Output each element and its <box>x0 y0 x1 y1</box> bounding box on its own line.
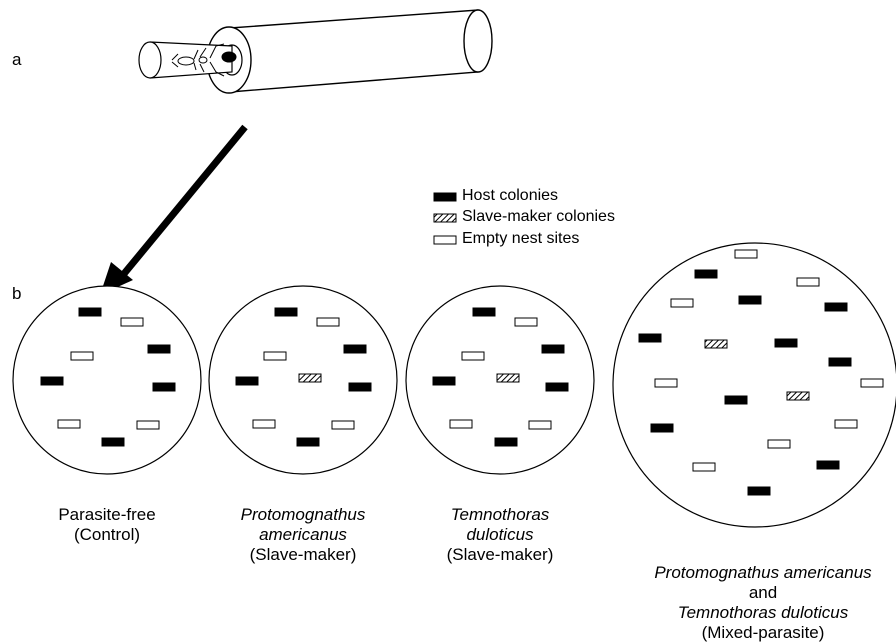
caption-temnothoras: Temnothoras duloticus (Slave-maker) <box>420 505 580 565</box>
empty-nest-site-mixed <box>768 440 790 448</box>
slave-maker-colony-mixed <box>705 340 727 348</box>
legend <box>434 193 456 244</box>
host-colony-temnothoras <box>473 308 495 316</box>
host-colony-temnothoras <box>546 383 568 391</box>
empty-nest-site-control <box>121 318 143 326</box>
caption-control-line2: (Control) <box>32 525 182 545</box>
empty-nest-site-mixed <box>835 420 857 428</box>
caption-temnothoras-line1: Temnothoras <box>420 505 580 525</box>
caption-mixed-line2-text: and Temnothoras duloticus <box>632 583 894 623</box>
empty-nest-site-control <box>71 352 93 360</box>
empty-nest-site-protomognathus <box>317 318 339 326</box>
host-colony-mixed <box>651 424 673 432</box>
host-colony-mixed <box>825 303 847 311</box>
caption-protomognathus-line2: americanus <box>213 525 393 545</box>
caption-control: Parasite-free (Control) <box>32 505 182 545</box>
host-colony-protomognathus <box>275 308 297 316</box>
host-colony-control <box>153 383 175 391</box>
empty-nest-site-temnothoras <box>529 421 551 429</box>
empty-nest-site-mixed <box>693 463 715 471</box>
slave-maker-colony-mixed <box>787 392 809 400</box>
host-colony-protomognathus <box>297 438 319 446</box>
host-colony-protomognathus <box>236 377 258 385</box>
empty-nest-site-mixed <box>655 379 677 387</box>
legend-host-swatch <box>434 193 456 201</box>
empty-nest-site-protomognathus <box>264 352 286 360</box>
nest-tube-illustration <box>139 10 492 93</box>
empty-nest-site-protomognathus <box>253 420 275 428</box>
empty-nest-site-mixed <box>797 278 819 286</box>
empty-nest-site-mixed <box>671 299 693 307</box>
empty-nest-site-mixed <box>735 250 757 258</box>
host-colony-protomognathus <box>349 383 371 391</box>
caption-protomognathus: Protomognathus americanus (Slave-maker) <box>213 505 393 565</box>
empty-nest-site-mixed <box>861 379 883 387</box>
host-colony-mixed <box>695 270 717 278</box>
empty-nest-site-protomognathus <box>332 421 354 429</box>
slave-maker-colony-temnothoras <box>497 374 519 382</box>
legend-label-slave: Slave-maker colonies <box>462 208 615 226</box>
host-colony-mixed <box>725 396 747 404</box>
host-colony-control <box>79 308 101 316</box>
caption-mixed-line1: Protomognathus americanus <box>632 563 894 583</box>
host-colony-control <box>102 438 124 446</box>
legend-slave-swatch <box>434 214 456 222</box>
host-colony-mixed <box>739 296 761 304</box>
host-colony-temnothoras <box>495 438 517 446</box>
legend-label-host: Host colonies <box>462 187 558 205</box>
panel-label-a: a <box>12 50 21 70</box>
caption-temnothoras-line2: duloticus <box>420 525 580 545</box>
caption-temnothoras-line3: (Slave-maker) <box>420 545 580 565</box>
arrow-icon <box>100 127 245 295</box>
empty-nest-site-temnothoras <box>450 420 472 428</box>
caption-mixed-line2: and Temnothoras duloticus <box>632 583 894 623</box>
legend-empty-swatch <box>434 236 456 244</box>
empty-nest-site-control <box>58 420 80 428</box>
host-colony-mixed <box>748 487 770 495</box>
caption-mixed-line3: (Mixed-parasite) <box>632 623 894 643</box>
host-colony-mixed <box>817 461 839 469</box>
host-colony-temnothoras <box>542 345 564 353</box>
caption-protomognathus-line1: Protomognathus <box>213 505 393 525</box>
host-colony-control <box>148 345 170 353</box>
host-colony-control <box>41 377 63 385</box>
caption-mixed: Protomognathus americanus and Temnothora… <box>632 563 894 643</box>
caption-mixed-line2-species: Temnothoras duloticus <box>632 603 894 623</box>
panel-label-b: b <box>12 284 21 304</box>
empty-nest-site-temnothoras <box>515 318 537 326</box>
slave-maker-colony-protomognathus <box>299 374 321 382</box>
caption-control-line1: Parasite-free <box>32 505 182 525</box>
host-colony-mixed <box>829 358 851 366</box>
host-colony-mixed <box>775 339 797 347</box>
host-colony-temnothoras <box>433 377 455 385</box>
caption-protomognathus-line3: (Slave-maker) <box>213 545 393 565</box>
caption-mixed-line2-and: and <box>632 583 894 603</box>
empty-nest-site-temnothoras <box>462 352 484 360</box>
legend-label-empty: Empty nest sites <box>462 230 579 248</box>
host-colony-mixed <box>639 334 661 342</box>
host-colony-protomognathus <box>344 345 366 353</box>
empty-nest-site-control <box>137 421 159 429</box>
